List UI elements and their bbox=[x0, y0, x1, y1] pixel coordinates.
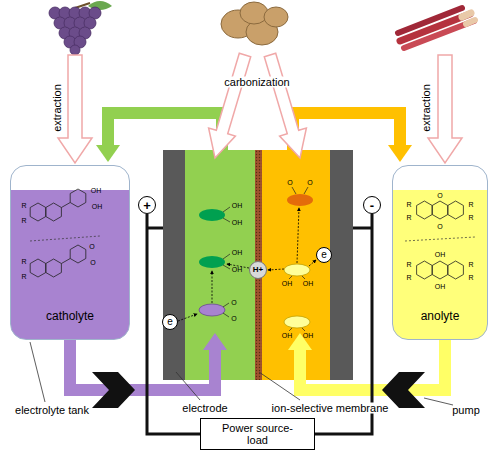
node-text: e bbox=[167, 317, 173, 327]
chemical-group: OH bbox=[303, 280, 314, 287]
carbonization-arrow bbox=[264, 53, 306, 158]
chemical-group: OH bbox=[92, 203, 103, 210]
wire bbox=[147, 227, 163, 230]
reaction-arrows bbox=[178, 208, 316, 321]
chemical-group: OH bbox=[435, 251, 446, 258]
node-text: anolyte bbox=[421, 309, 460, 323]
substituent-label: R bbox=[468, 261, 473, 268]
chemical-group: OH bbox=[232, 219, 243, 226]
separator bbox=[30, 236, 100, 241]
molecule bbox=[30, 189, 86, 221]
carbonization-arrow bbox=[209, 53, 251, 158]
wire-connector bbox=[147, 214, 200, 434]
positive-electrode bbox=[185, 150, 255, 380]
substituent-label: R bbox=[406, 261, 411, 268]
chemical-group: OH bbox=[91, 187, 102, 194]
callout-label: electrode bbox=[182, 403, 227, 414]
chemical-group: O bbox=[90, 259, 95, 266]
reduced-species bbox=[284, 264, 310, 276]
terminal-symbol: + bbox=[138, 196, 156, 214]
chemical-group: OH bbox=[232, 202, 243, 209]
proton-symbol: H+ bbox=[249, 261, 267, 279]
electrolyte-tank: catholyte bbox=[10, 165, 130, 340]
extraction-arrow bbox=[428, 55, 462, 163]
substituent-label: R bbox=[21, 258, 26, 265]
negative-electrode bbox=[262, 150, 330, 380]
chemical-group: O bbox=[287, 179, 292, 186]
chemical-group: OH bbox=[282, 280, 293, 287]
node-text: e bbox=[321, 250, 327, 260]
electron-symbol: e bbox=[162, 314, 178, 330]
separator bbox=[405, 237, 475, 241]
wire bbox=[353, 227, 372, 230]
chemical-group: OH bbox=[232, 249, 243, 256]
flow-head bbox=[203, 333, 227, 350]
flow-head bbox=[96, 145, 120, 162]
wire-connector bbox=[315, 214, 372, 434]
substituent-label: R bbox=[21, 273, 26, 280]
process-label: extraction bbox=[421, 84, 432, 132]
catholyte-flow bbox=[108, 113, 222, 155]
power-box: Power source-load bbox=[200, 418, 315, 450]
callout-label: pump bbox=[452, 405, 480, 416]
node-text: catholyte bbox=[46, 309, 94, 323]
connector-layer bbox=[147, 214, 372, 434]
electron-symbol: e bbox=[316, 247, 332, 263]
oxidized-species bbox=[287, 194, 313, 206]
substituent-label: R bbox=[21, 217, 26, 224]
pump-symbol bbox=[382, 372, 425, 408]
molecule bbox=[30, 245, 86, 277]
chemical-group: OH bbox=[435, 283, 446, 290]
extraction-arrow bbox=[58, 55, 92, 163]
chemical-group: O bbox=[231, 315, 236, 322]
node-text: + bbox=[143, 199, 151, 212]
substituent-label: R bbox=[468, 214, 473, 221]
bond-lines bbox=[223, 187, 308, 331]
anolyte-flow bbox=[293, 113, 400, 155]
reduced-species bbox=[199, 209, 225, 221]
callout-label: ion-selective membrane bbox=[272, 403, 389, 414]
node-text: H+ bbox=[253, 266, 263, 274]
process-label: extraction bbox=[52, 84, 63, 132]
callout-label: electrolyte tank bbox=[15, 405, 89, 416]
chemical-group: OH bbox=[282, 332, 293, 339]
process-label: carbonization bbox=[224, 77, 289, 88]
substituent-label: R bbox=[406, 274, 411, 281]
walnuts bbox=[221, 2, 288, 45]
terminal-symbol: - bbox=[363, 196, 381, 214]
pump-symbol bbox=[92, 372, 135, 408]
grapes bbox=[49, 7, 101, 55]
substituent-label: R bbox=[406, 214, 411, 221]
substituent-label: R bbox=[468, 274, 473, 281]
substituent-label: R bbox=[21, 202, 26, 209]
node-text: Power source-load bbox=[218, 422, 298, 446]
chemical-group: O bbox=[437, 192, 442, 199]
substituent-label: R bbox=[468, 201, 473, 208]
substituent-label: R bbox=[406, 201, 411, 208]
chemical-group: O bbox=[437, 223, 442, 230]
node-text: - bbox=[370, 199, 374, 212]
leader-lines bbox=[30, 342, 453, 405]
reduced-species bbox=[284, 316, 310, 328]
oxidized-species bbox=[199, 304, 225, 316]
molecule bbox=[417, 261, 464, 279]
chemical-group: O bbox=[307, 179, 312, 186]
rhubarb bbox=[398, 8, 475, 48]
catholyte-flow bbox=[70, 340, 215, 390]
chemical-group: O bbox=[231, 299, 236, 306]
cell-frame bbox=[163, 150, 353, 380]
chemical-group: O bbox=[89, 243, 94, 250]
flow-head bbox=[388, 145, 412, 162]
reduced-species bbox=[199, 256, 225, 268]
chemical-group: OH bbox=[303, 332, 314, 339]
molecule bbox=[417, 201, 464, 219]
chemical-group: OH bbox=[232, 266, 243, 273]
